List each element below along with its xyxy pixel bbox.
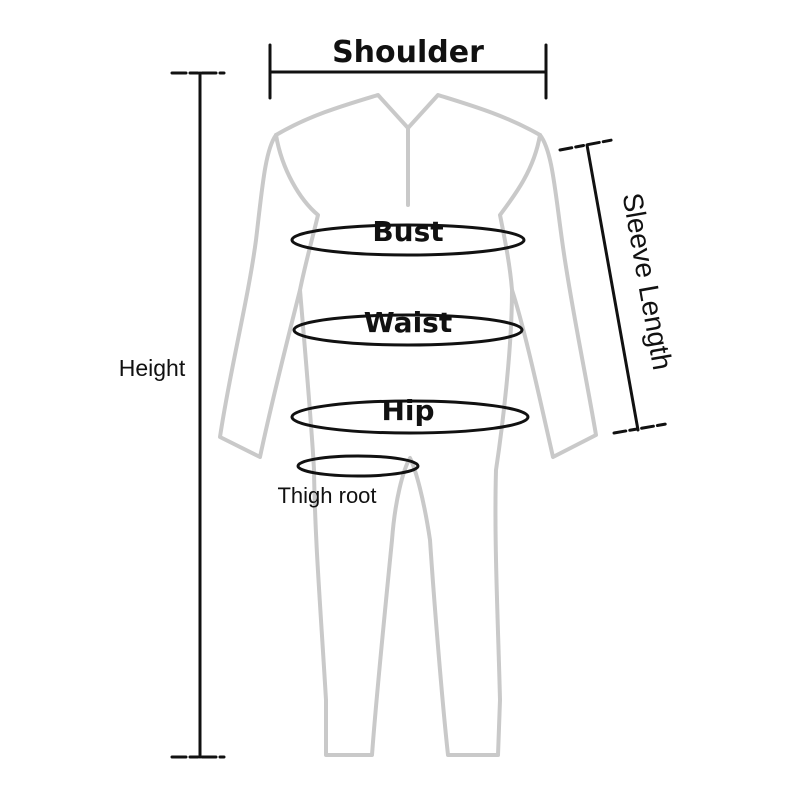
measurement-lines <box>170 43 668 759</box>
shoulder-label: Shoulder <box>332 35 484 70</box>
sleeve-tick-top <box>558 138 614 152</box>
jumpsuit-outline <box>218 93 598 757</box>
bust-label: Bust <box>372 215 443 248</box>
bust-ellipse <box>290 223 526 257</box>
height-label: Height <box>119 355 186 381</box>
waist-ellipse <box>292 313 524 347</box>
right-sleeve-seam <box>498 133 542 292</box>
hip-ellipse <box>290 399 530 435</box>
jumpsuit-silhouette <box>218 93 598 757</box>
thigh-root-label: Thigh root <box>277 483 376 508</box>
sleeve-length-line <box>585 143 640 432</box>
left-sleeve-seam <box>274 133 320 292</box>
thigh-root-ellipse <box>296 454 420 478</box>
sleeve-tick-bottom <box>612 422 668 435</box>
hip-label: Hip <box>381 394 434 427</box>
waist-label: Waist <box>364 306 452 339</box>
